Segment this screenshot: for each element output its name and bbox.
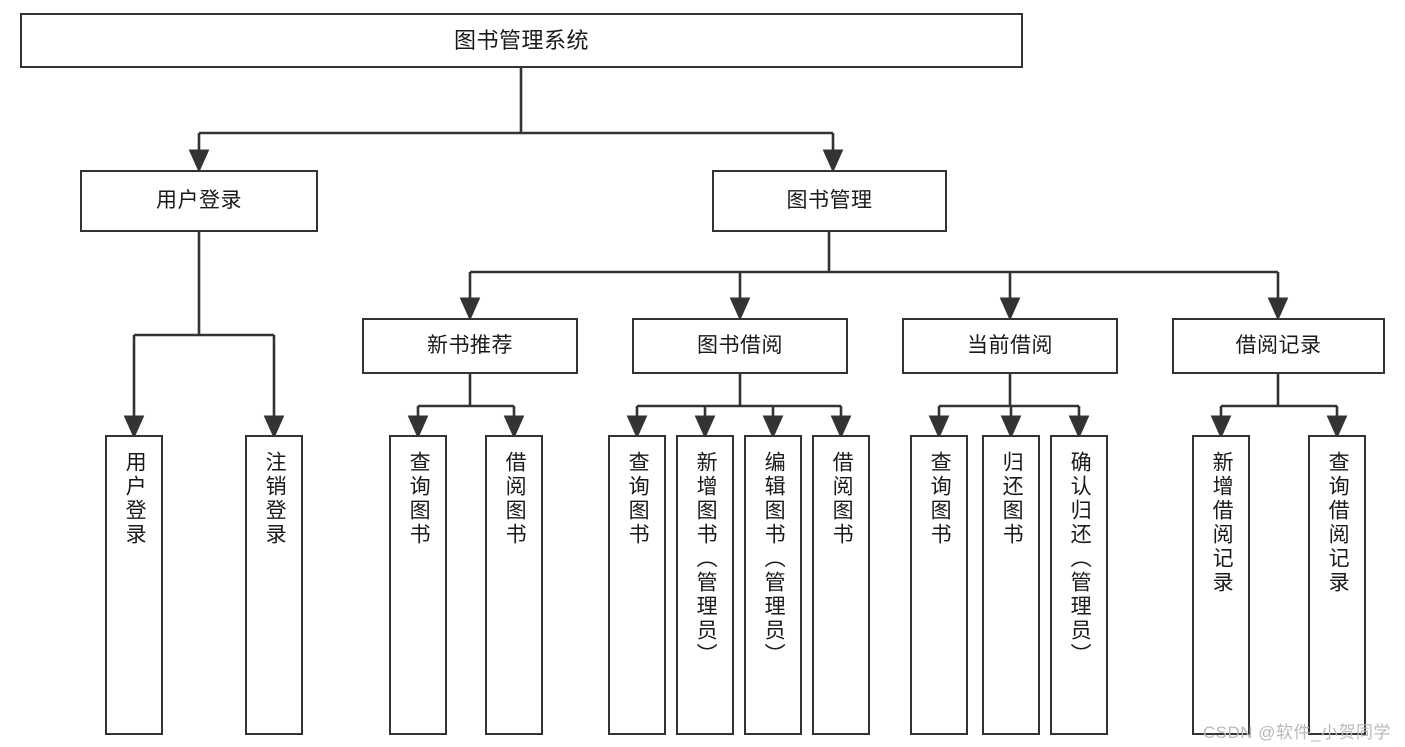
node-leaf-edit-book-label: 编辑图书（管理员） (762, 451, 786, 667)
node-leaf-query-book-1-label: 查询图书 (407, 451, 431, 547)
node-current-borrow[interactable]: 当前借阅 (902, 318, 1118, 374)
node-leaf-query-borrow-record[interactable]: 查询借阅记录 (1308, 435, 1366, 735)
node-leaf-add-book[interactable]: 新增图书（管理员） (676, 435, 734, 735)
node-leaf-borrow-book-2-label: 借阅图书 (830, 451, 854, 547)
node-leaf-query-book-1[interactable]: 查询图书 (389, 435, 447, 735)
node-leaf-query-book-2[interactable]: 查询图书 (608, 435, 666, 735)
node-new-book-recommend[interactable]: 新书推荐 (362, 318, 578, 374)
csdn-watermark: CSDN @软件_小贺同学 (1202, 723, 1391, 742)
node-leaf-query-book-3-label: 查询图书 (928, 451, 952, 547)
node-user-login-label: 用户登录 (156, 188, 242, 212)
node-leaf-add-book-label: 新增图书（管理员） (694, 451, 718, 667)
node-root-label: 图书管理系统 (453, 27, 589, 53)
node-leaf-user-logout[interactable]: 注销登录 (245, 435, 303, 735)
node-borrow-record[interactable]: 借阅记录 (1172, 318, 1385, 374)
node-leaf-confirm-return[interactable]: 确认归还（管理员） (1050, 435, 1108, 735)
node-new-book-recommend-label: 新书推荐 (427, 333, 513, 357)
node-leaf-add-borrow-record-label: 新增借阅记录 (1210, 451, 1234, 595)
node-leaf-borrow-book-1-label: 借阅图书 (503, 451, 527, 547)
node-leaf-add-borrow-record[interactable]: 新增借阅记录 (1192, 435, 1250, 735)
node-root[interactable]: 图书管理系统 (20, 13, 1023, 68)
node-leaf-return-book[interactable]: 归还图书 (982, 435, 1040, 735)
node-book-borrow[interactable]: 图书借阅 (632, 318, 848, 374)
node-leaf-query-book-3[interactable]: 查询图书 (910, 435, 968, 735)
node-leaf-edit-book[interactable]: 编辑图书（管理员） (744, 435, 802, 735)
node-book-manage[interactable]: 图书管理 (712, 170, 947, 232)
node-leaf-query-book-2-label: 查询图书 (626, 451, 650, 547)
node-leaf-user-logout-label: 注销登录 (263, 451, 287, 547)
node-current-borrow-label: 当前借阅 (967, 333, 1053, 357)
node-leaf-user-login[interactable]: 用户登录 (105, 435, 163, 735)
node-leaf-return-book-label: 归还图书 (1000, 451, 1024, 547)
node-book-manage-label: 图书管理 (786, 188, 873, 212)
node-book-borrow-label: 图书借阅 (697, 333, 783, 357)
node-leaf-borrow-book-1[interactable]: 借阅图书 (485, 435, 543, 735)
node-leaf-query-borrow-record-label: 查询借阅记录 (1326, 451, 1350, 595)
node-leaf-borrow-book-2[interactable]: 借阅图书 (812, 435, 870, 735)
node-user-login[interactable]: 用户登录 (80, 170, 318, 232)
node-borrow-record-label: 借阅记录 (1235, 333, 1322, 357)
node-leaf-confirm-return-label: 确认归还（管理员） (1068, 451, 1092, 667)
node-leaf-user-login-label: 用户登录 (123, 451, 147, 547)
